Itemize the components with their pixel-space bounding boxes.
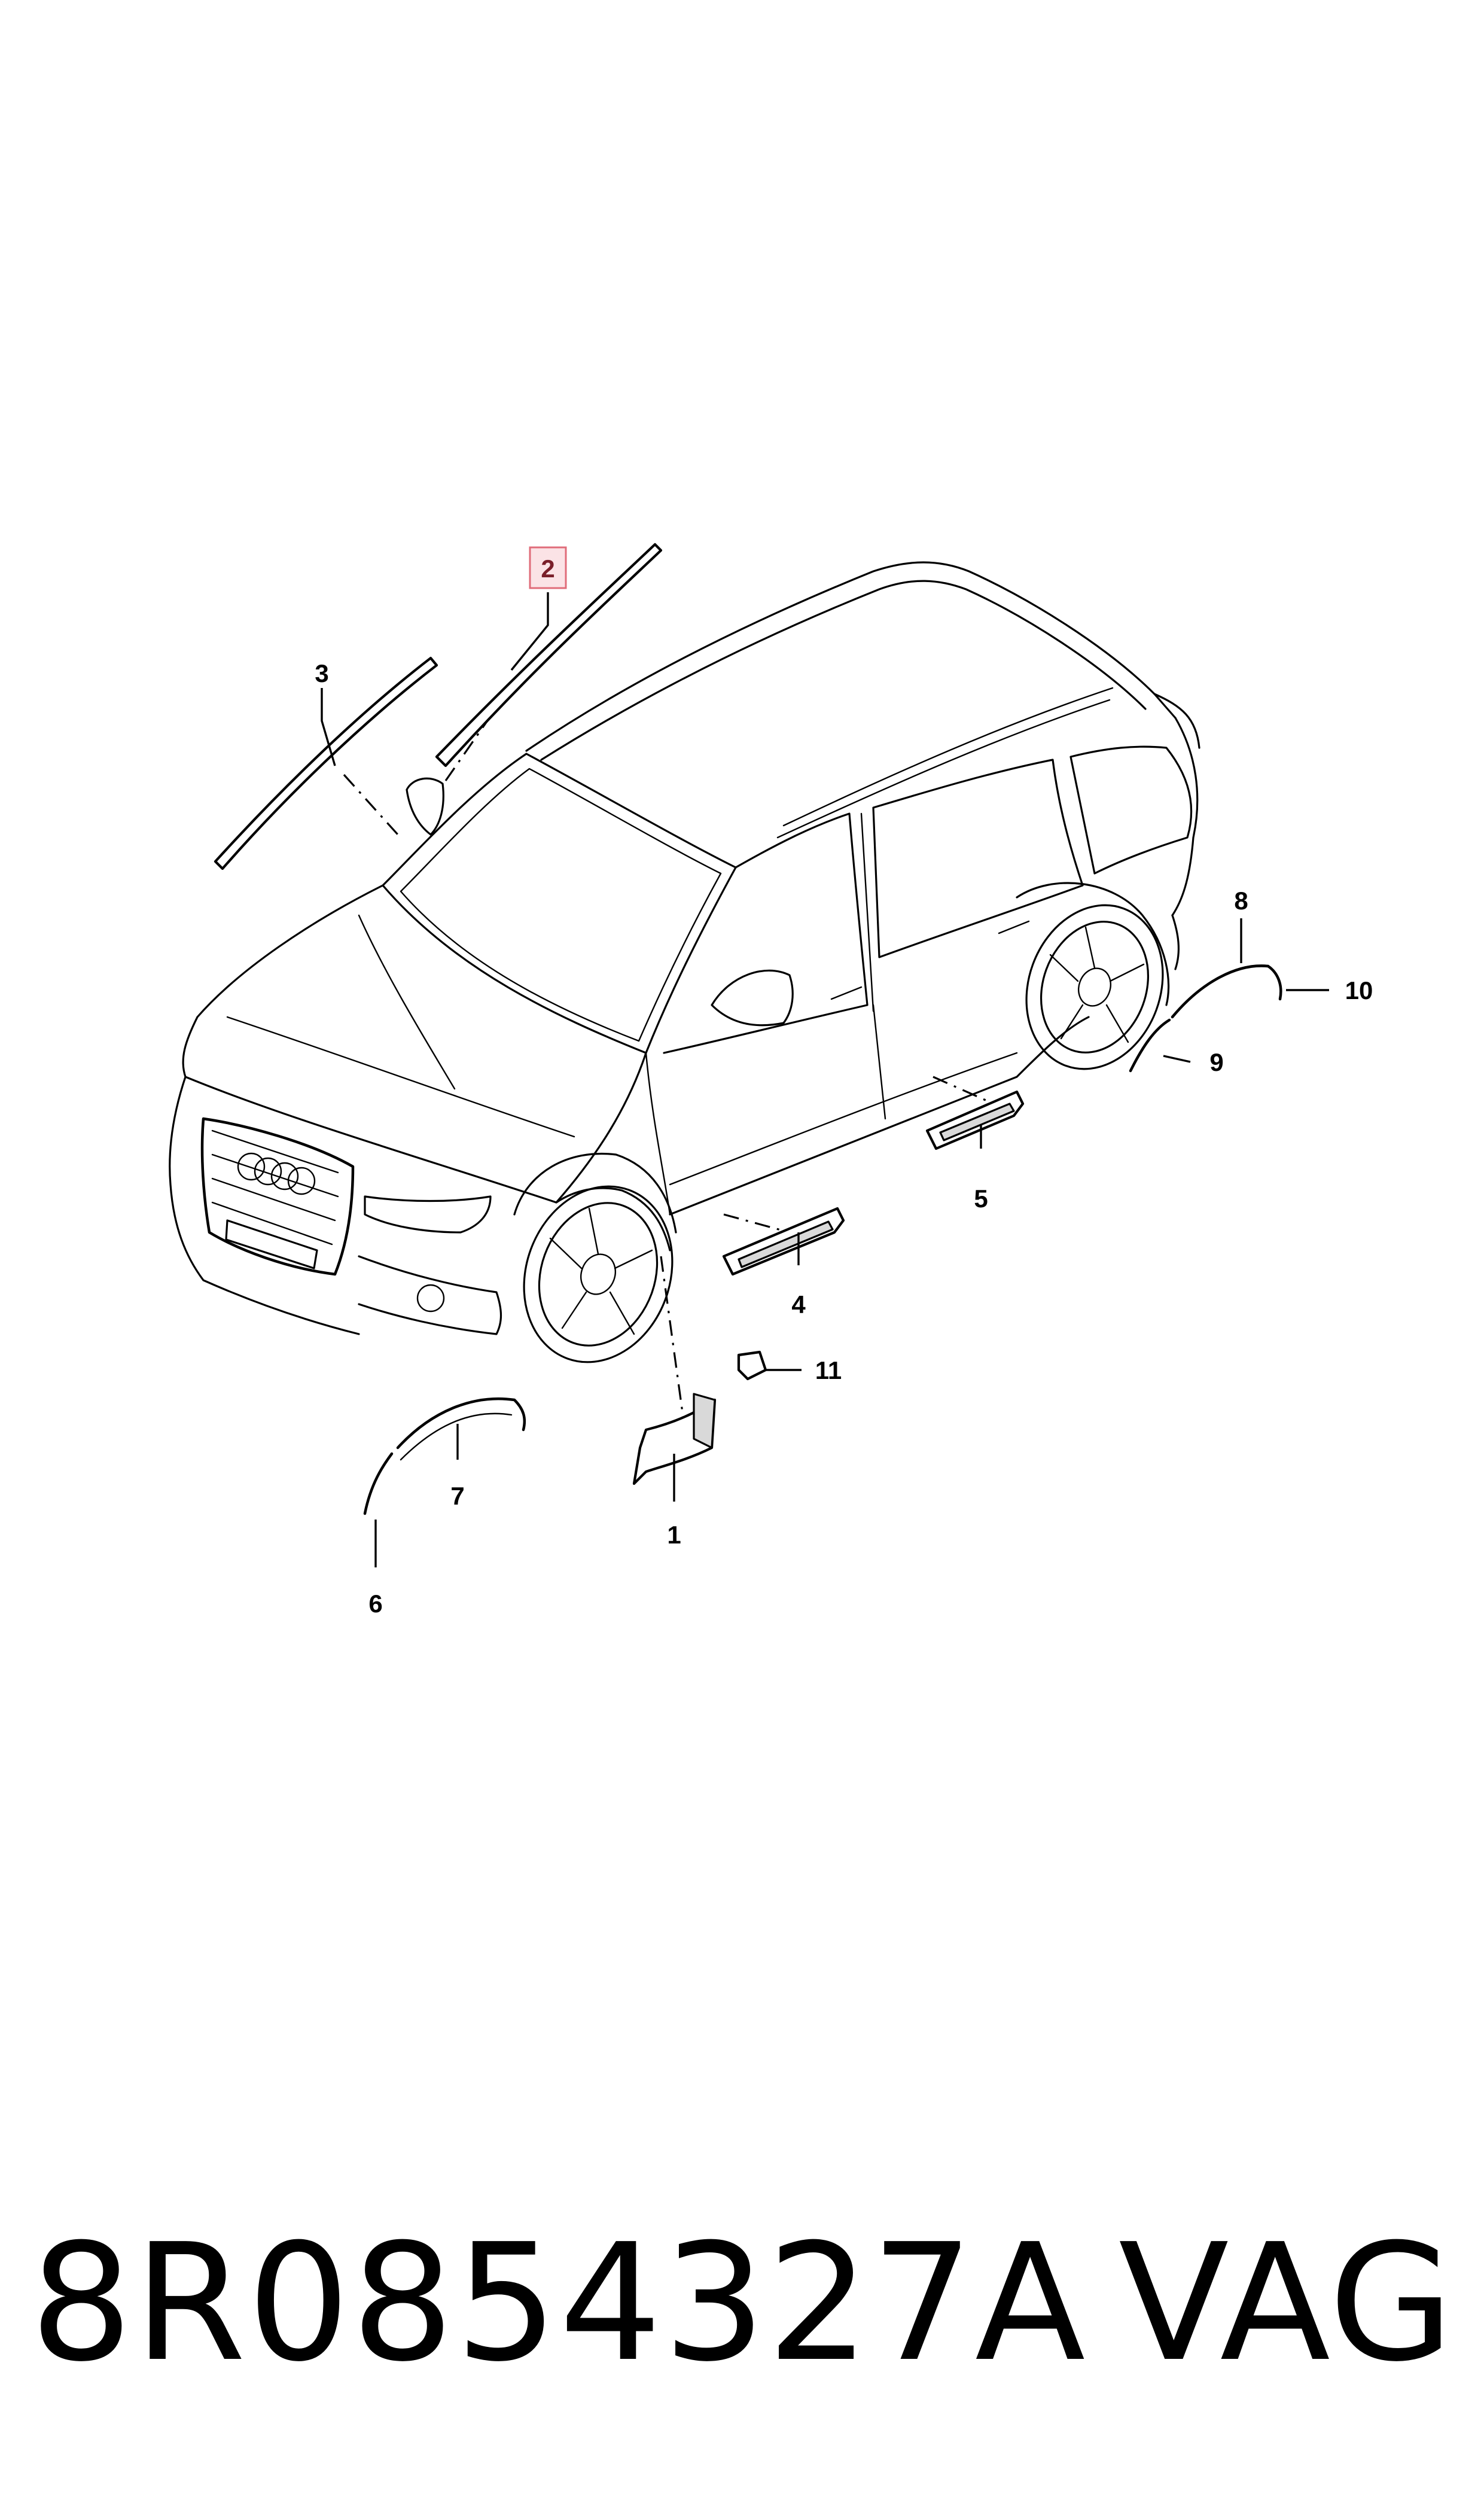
callout-6: 6	[368, 1590, 382, 1618]
callout-10: 10	[1345, 976, 1373, 1004]
footer: 8R0854327A VAG	[0, 2213, 1484, 2393]
callout-11: 11	[815, 1356, 842, 1384]
part-2-roof-molding	[435, 543, 663, 768]
callout-8: 8	[1234, 887, 1248, 915]
part-9-arch-trim	[1129, 1018, 1171, 1073]
reference-lines	[343, 681, 988, 1430]
callout-1: 1	[667, 1521, 681, 1549]
part-10-arch-trim	[1266, 964, 1282, 1001]
leader-lines	[321, 592, 1329, 1567]
callout-5: 5	[974, 1185, 988, 1213]
part-6-arch-trim	[363, 1452, 394, 1515]
callout-9: 9	[1209, 1048, 1223, 1076]
parts	[214, 543, 1282, 1515]
callout-7: 7	[450, 1482, 464, 1510]
callout-4: 4	[791, 1290, 806, 1319]
brand-name: VAG	[1119, 2209, 1455, 2397]
callouts: 2 3 8 10 9 5 4 11 7 1 6	[315, 546, 1373, 1618]
callout-3: 3	[315, 659, 328, 687]
vehicle-drawing	[169, 561, 1200, 1363]
part-number: 8R0854327A	[30, 2209, 1087, 2397]
part-7-arch-trim	[396, 1397, 526, 1450]
callout-2: 2	[541, 555, 554, 583]
highlight-box	[529, 546, 567, 589]
part-3-roof-molding	[214, 656, 438, 870]
part-8-arch-trim	[1171, 964, 1270, 1019]
part-11-clip	[737, 1350, 767, 1381]
